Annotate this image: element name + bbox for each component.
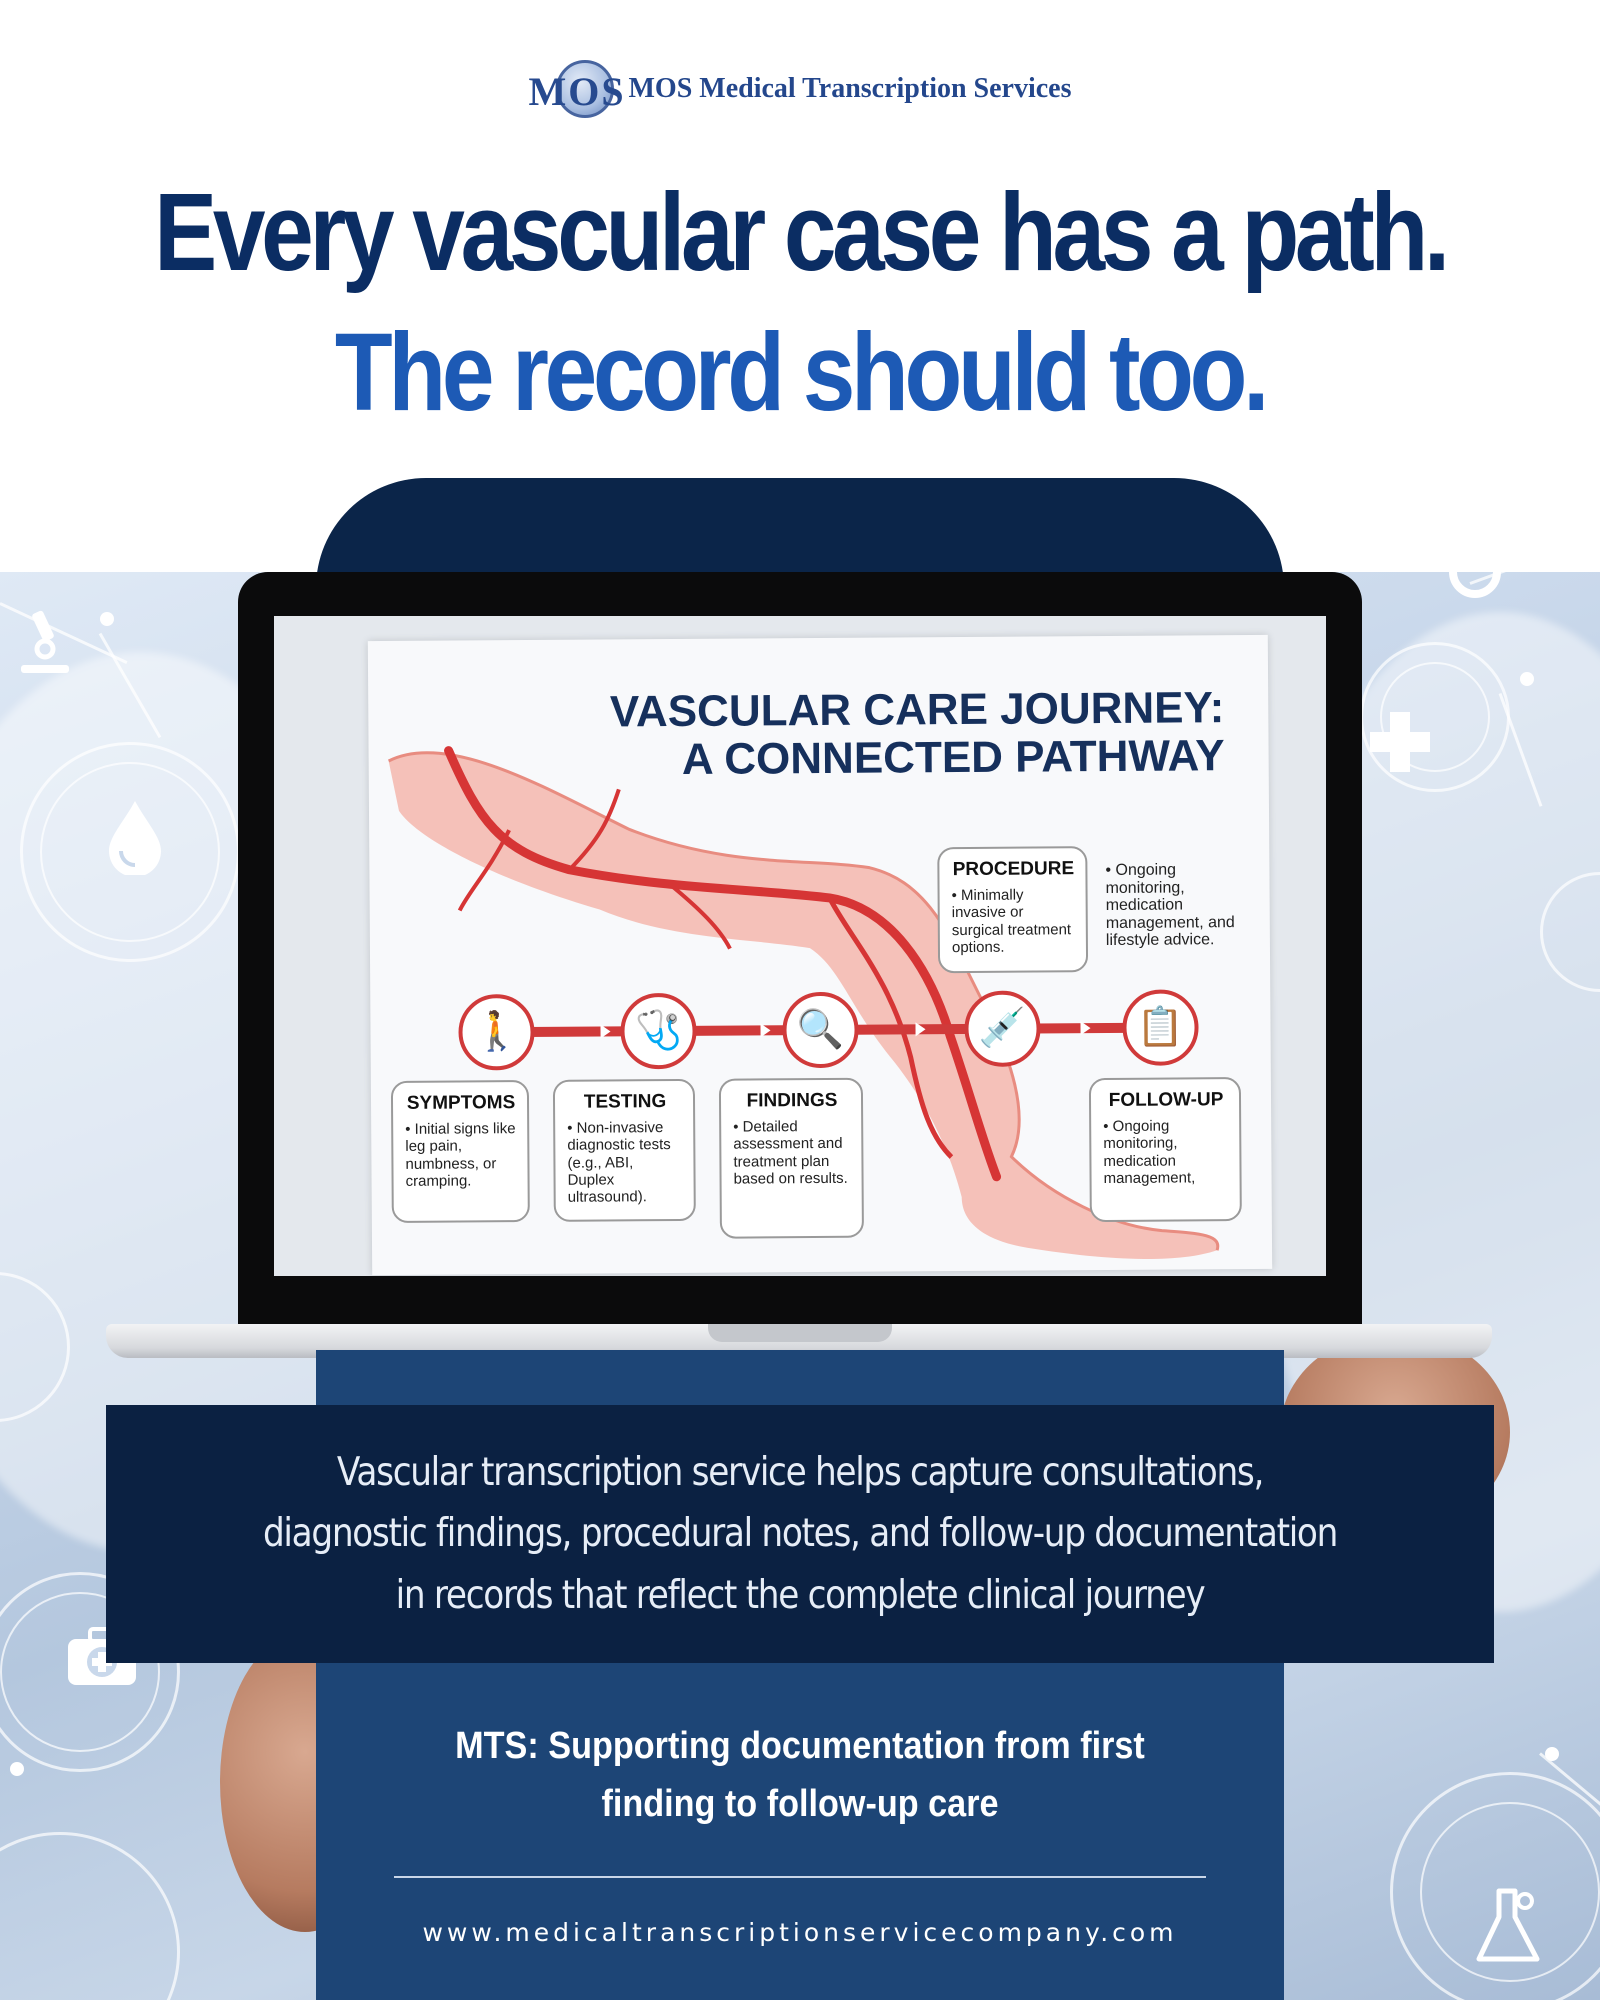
brand-name: MOS Medical Transcription Services — [628, 73, 1072, 104]
step-follow-up: FOLLOW-UP • Ongoing monitoring, medicati… — [1088, 1077, 1242, 1223]
headline-line-1: Every vascular case has a path. — [154, 171, 1450, 294]
ultrasound-icon: 🩺 — [620, 992, 697, 1070]
microscope-icon — [10, 602, 80, 682]
brand-logo: MOS MOS Medical Transcription Services — [0, 58, 1600, 120]
step-symptoms: SYMPTOMS • Initial signs like leg pain, … — [390, 1080, 530, 1223]
step-procedure: PROCEDURE • Minimally invasive or surgic… — [937, 846, 1089, 974]
logo-globe-icon: MOS — [528, 58, 624, 120]
laptop-screen: VASCULAR CARE JOURNEY: A CONNECTED PATHW… — [238, 572, 1362, 1324]
description-box: Vascular transcription service helps cap… — [106, 1405, 1494, 1663]
step-findings: FINDINGS • Detailed assessment and treat… — [718, 1077, 864, 1239]
description-text: Vascular transcription service helps cap… — [262, 1449, 1338, 1618]
walking-person-icon: 🚶 — [458, 993, 535, 1071]
vascular-journey-poster: VASCULAR CARE JOURNEY: A CONNECTED PATHW… — [367, 634, 1273, 1276]
laptop-display: VASCULAR CARE JOURNEY: A CONNECTED PATHW… — [274, 616, 1326, 1276]
step-testing: TESTING • Non-invasive diagnostic tests … — [552, 1078, 696, 1222]
laptop-notch — [708, 1324, 892, 1342]
drop-icon — [100, 792, 170, 882]
flask-icon — [1470, 1882, 1550, 1972]
tagline-line-1: MTS: Supporting documentation from first — [455, 1725, 1145, 1767]
tagline-line-2: finding to follow-up care — [601, 1783, 999, 1825]
divider — [394, 1876, 1206, 1878]
website-link[interactable]: www.medicaltranscriptionservicecompany.c… — [422, 1918, 1178, 1947]
doctor-clipboard-icon: 📋 — [1122, 989, 1199, 1066]
follow-up-extra-note: • Ongoing monitoring, medication managem… — [1105, 861, 1235, 950]
headline-line-2: The record should too. — [334, 311, 1270, 434]
medical-cross-icon — [1365, 707, 1435, 777]
first-aid-kit-icon — [62, 1622, 142, 1692]
catheter-icon: 💉 — [964, 990, 1041, 1067]
stethoscope-icon — [1430, 572, 1520, 612]
magnifier-icon: 🔍 — [782, 991, 859, 1069]
